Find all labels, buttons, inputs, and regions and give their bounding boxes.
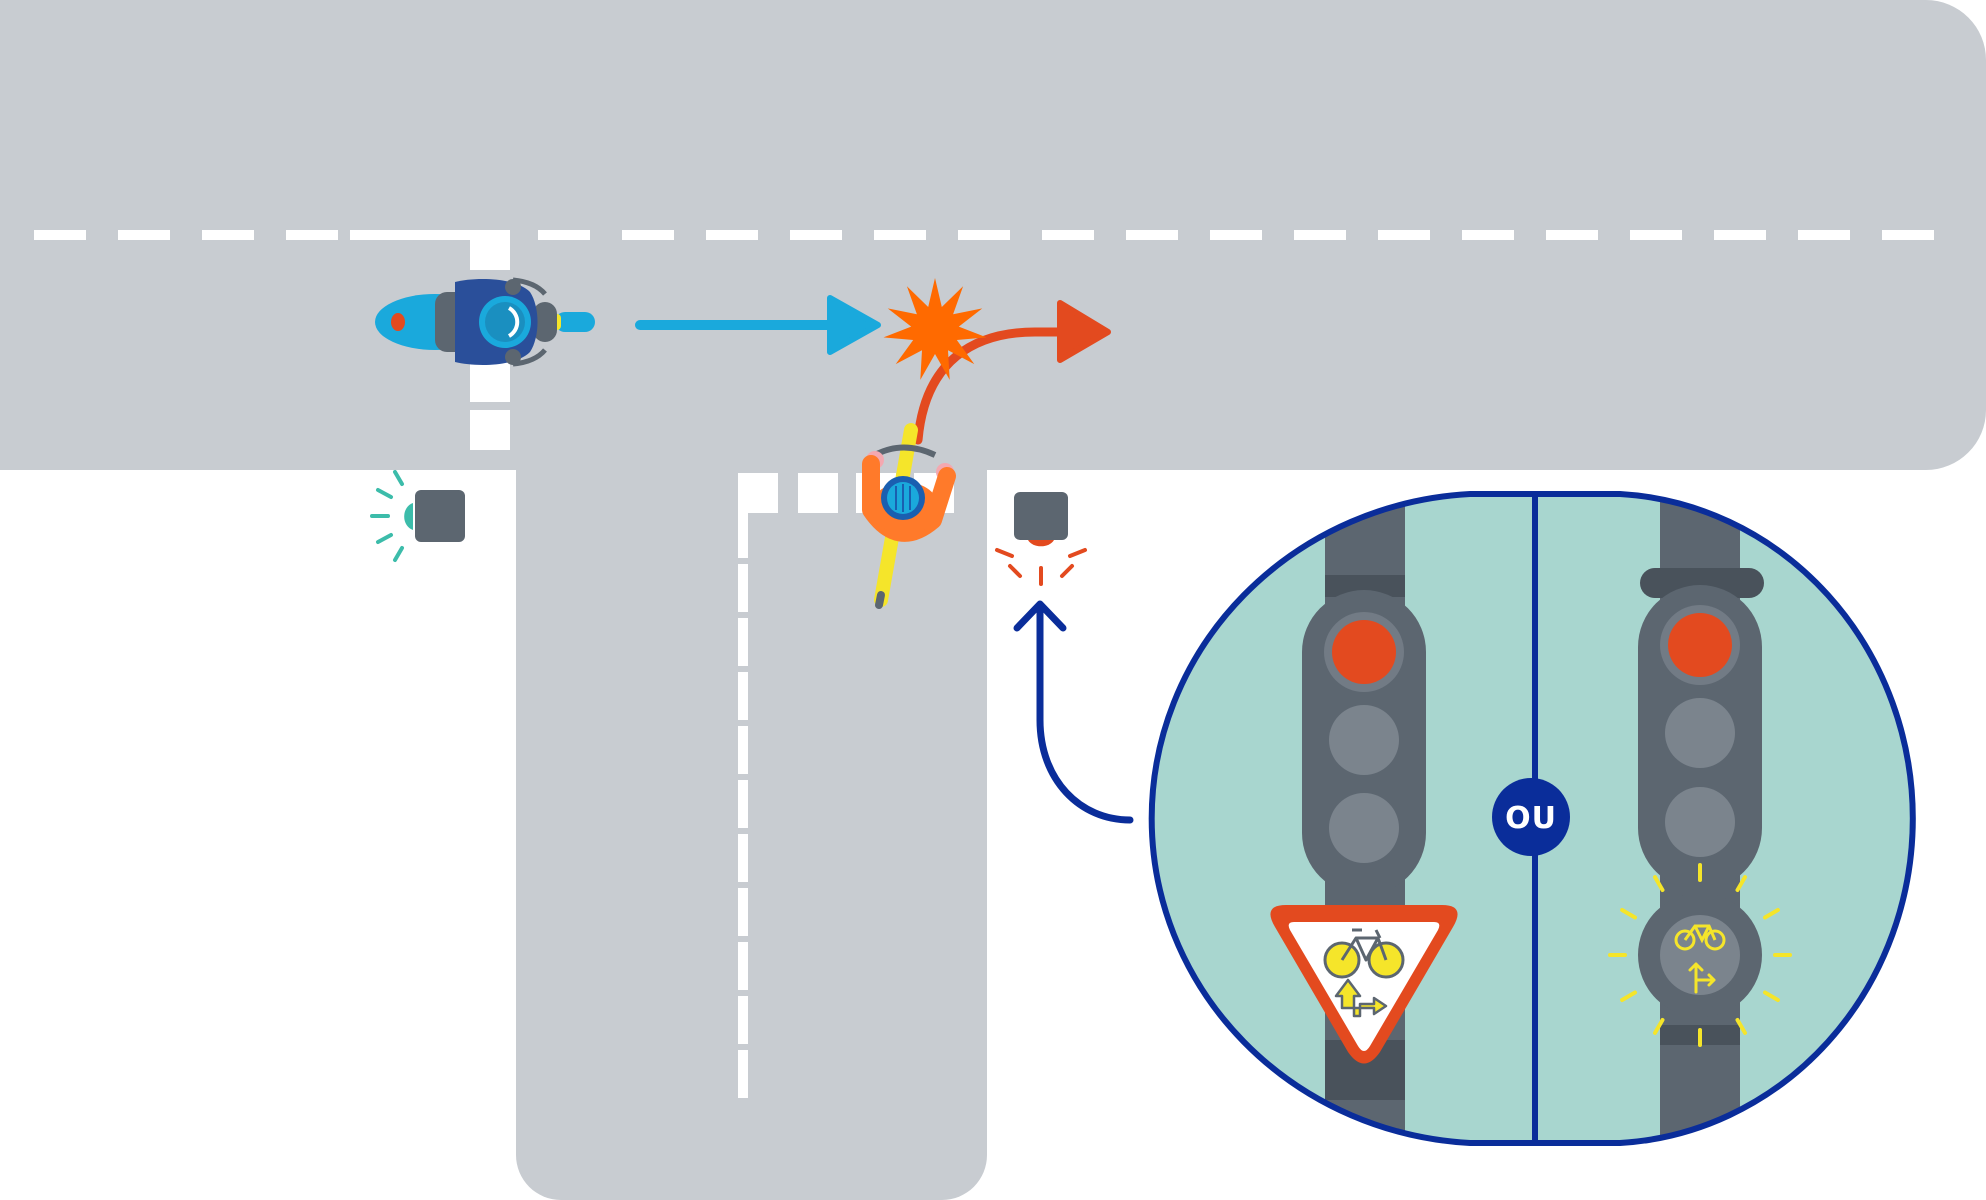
lane-dash [1042, 230, 1094, 240]
lane-dash [34, 230, 86, 240]
lane-dash [1546, 230, 1598, 240]
flash-ray [1735, 875, 1747, 892]
cyclist-icon [862, 423, 956, 609]
lane-dash [1630, 230, 1682, 240]
lane-dash [790, 230, 842, 240]
lane-dash [118, 230, 170, 240]
signal-options-panel: OU [1148, 491, 1916, 1146]
flash-ray [1735, 1018, 1747, 1035]
ou-badge: OU [1492, 778, 1570, 856]
collision-burst-icon [883, 278, 987, 380]
lane-dash [622, 230, 674, 240]
traffic-signal-green-icon [370, 470, 465, 562]
lane-dash [738, 564, 748, 612]
moped-rider-icon [375, 277, 595, 367]
lane-dash [738, 618, 748, 666]
lane-dash [1210, 230, 1262, 240]
lane-dash [738, 996, 748, 1044]
flash-ray [1620, 990, 1637, 1002]
flash-ray [1653, 875, 1665, 892]
flash-ray [1653, 1018, 1665, 1035]
lane-dash [286, 230, 338, 240]
lane-dash [1294, 230, 1346, 240]
lane-dash [1378, 230, 1430, 240]
lane-dash [738, 780, 748, 828]
flash-ray [1763, 990, 1780, 1002]
lane-dash [738, 942, 748, 990]
flash-ray [1763, 908, 1780, 920]
lane-dash [538, 230, 590, 240]
lane-dash [1126, 230, 1178, 240]
main-road-center-line [34, 230, 1934, 240]
lane-dash [1714, 230, 1766, 240]
lane-dash [202, 230, 254, 240]
side-road-lane-line [738, 510, 748, 1098]
lane-dash [874, 230, 926, 240]
flash-ray [1620, 908, 1637, 920]
callout-pointer [1013, 600, 1134, 824]
lane-dash [738, 510, 748, 558]
lane-dash [1882, 230, 1934, 240]
lane-dash [738, 672, 748, 720]
side-road [516, 460, 987, 1200]
lane-dash [738, 1050, 748, 1098]
lane-dash [1462, 230, 1514, 240]
cyclist-yield-triangle-icon [1270, 905, 1458, 1064]
lane-dash [706, 230, 758, 240]
lane-dash [738, 834, 748, 882]
ou-label: OU [1505, 801, 1557, 836]
lane-dash [958, 230, 1010, 240]
panel-border [1148, 491, 1916, 1146]
flashing-cyclist-signal-icon [1608, 863, 1792, 1047]
lane-dash [1798, 230, 1850, 240]
moped-arrow [635, 295, 881, 355]
lane-dash [738, 726, 748, 774]
lane-dash [738, 888, 748, 936]
option-yield-sign [1270, 494, 1458, 1143]
option-flashing-signal [1608, 494, 1792, 1143]
traffic-signal-red-icon [995, 492, 1087, 586]
